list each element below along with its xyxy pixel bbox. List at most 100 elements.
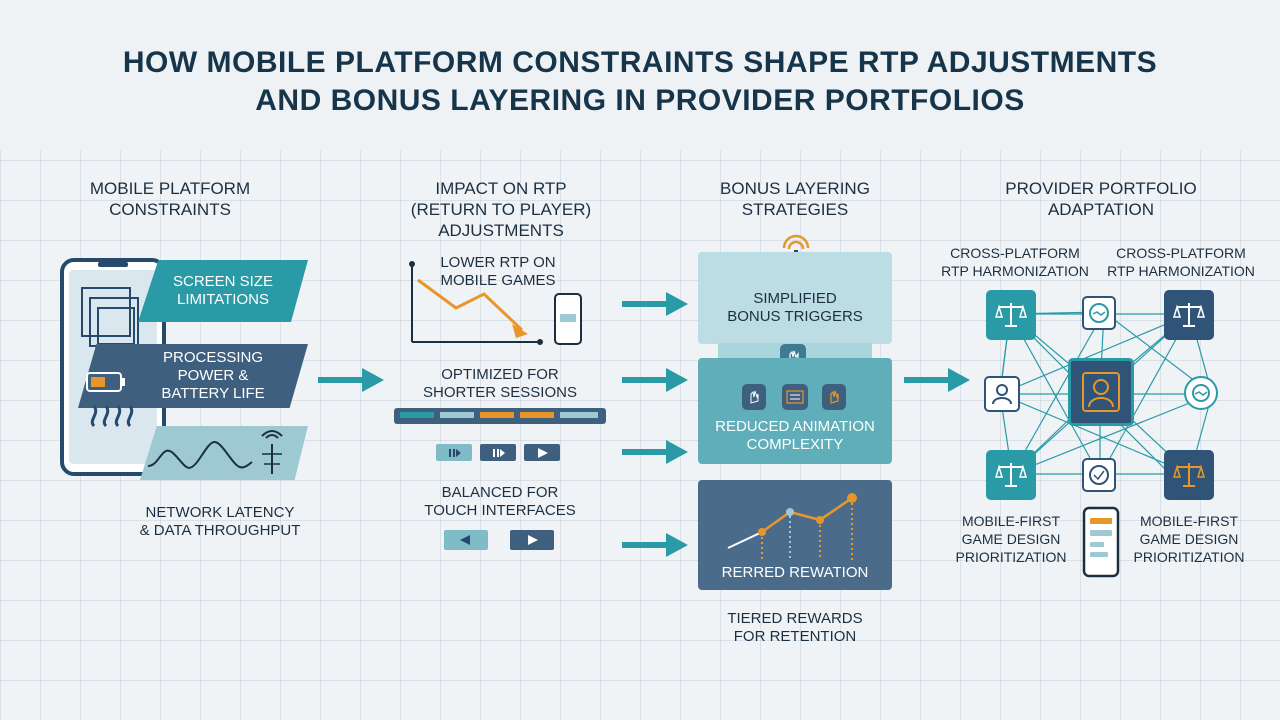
rtp-heading: IMPACT ON RTP (RETURN TO PLAYER) ADJUSTM… — [396, 178, 606, 241]
handshake-node-right — [1184, 376, 1218, 410]
portfolio-heading: PROVIDER PORTFOLIO ADAPTATION — [986, 178, 1216, 220]
mobile-left-line3: PRIORITIZATION — [955, 549, 1067, 565]
play-button[interactable] — [524, 444, 560, 461]
handshake-icon — [1089, 465, 1109, 485]
mobile-right-line2: GAME DESIGN — [1139, 531, 1239, 547]
network-label: NETWORK LATENCY & DATA THROUGHPUT — [130, 504, 310, 540]
tiered-line-chart — [727, 493, 857, 560]
portfolio-heading-line1: PROVIDER PORTFOLIO — [1005, 179, 1197, 198]
mobile-left-line2: GAME DESIGN — [961, 531, 1061, 547]
progress-segment — [400, 412, 434, 418]
cross-right-line2: RTP HARMONIZATION — [1107, 263, 1255, 279]
signal-wave-icon — [147, 441, 253, 469]
network-label-line1: NETWORK LATENCY — [145, 504, 295, 521]
scale-icon — [994, 463, 1028, 487]
reduced-animation-box: REDUCED ANIMATION COMPLEXITY — [698, 358, 892, 464]
session-progress-bar — [394, 408, 606, 424]
scale-node-bottom-right — [1164, 450, 1214, 500]
progress-segment — [440, 412, 474, 418]
cross-right-line1: CROSS-PLATFORM — [1116, 245, 1246, 261]
rerred-rewation-box: RERRED REWATION — [698, 480, 892, 590]
handshake-icon — [1089, 303, 1109, 323]
constraints-heading-line1: MOBILE PLATFORM — [89, 179, 251, 198]
constraints-heading: MOBILE PLATFORM CONSTRAINTS — [60, 178, 280, 220]
right-arrow-icon — [528, 535, 538, 545]
constraints-heading-line2: CONSTRAINTS — [109, 200, 231, 219]
hand-icon-tile-2 — [822, 384, 846, 410]
central-user-node — [1068, 358, 1134, 426]
progress-segment — [560, 412, 598, 418]
mobile-first-left-label: MOBILE-FIRST GAME DESIGN PRIORITIZATION — [946, 512, 1076, 566]
right-button[interactable] — [510, 530, 554, 550]
scale-node-bottom-left — [986, 450, 1036, 500]
optimized-line1: OPTIMIZED FOR — [441, 366, 559, 383]
reduced-line1: REDUCED ANIMATION — [715, 418, 875, 435]
hand-icon — [750, 390, 759, 404]
lower-rtp-line1: LOWER RTP ON — [440, 254, 556, 271]
trend-down-chart-icon — [409, 261, 543, 345]
lower-rtp-label: LOWER RTP ON MOBILE GAMES — [428, 254, 568, 290]
scale-icon — [1172, 303, 1206, 327]
simplified-triggers-box: SIMPLIFIED BONUS TRIGGERS — [698, 252, 892, 344]
processing-label: PROCESSING POWER & BATTERY LIFE — [161, 349, 265, 402]
cross-left-line2: RTP HARMONIZATION — [941, 263, 1089, 279]
flow-arrow-2 — [622, 292, 688, 316]
user-icon — [1082, 372, 1120, 412]
optimized-line2: SHORTER SESSIONS — [423, 384, 577, 401]
balanced-line1: BALANCED FOR — [441, 484, 559, 501]
heat-waves-icon — [90, 405, 134, 428]
bonus-heading-line1: BONUS LAYERING — [720, 179, 870, 198]
tiered-line2: FOR RETENTION — [733, 628, 857, 645]
flow-arrow-5 — [622, 533, 688, 557]
rtp-heading-line1: IMPACT ON RTP — [435, 179, 567, 198]
pause-icon — [449, 448, 461, 457]
balanced-line2: TOUCH INTERFACES — [424, 502, 576, 519]
user-node-left — [984, 376, 1020, 412]
mobile-left-line1: MOBILE-FIRST — [961, 513, 1060, 529]
page-title-line1: HOW MOBILE PLATFORM CONSTRAINTS SHAPE RT… — [122, 46, 1158, 79]
rtp-heading-line3: ADJUSTMENTS — [438, 221, 564, 240]
network-label-line2: & DATA THROUGHPUT — [139, 522, 301, 539]
scale-node-top-left — [986, 290, 1036, 340]
rerred-label: RERRED REWATION — [721, 564, 869, 581]
hand-icon — [830, 390, 839, 404]
simplified-line1: SIMPLIFIED — [753, 290, 837, 307]
reduced-line2: COMPLEXITY — [746, 436, 844, 453]
pause-button[interactable] — [436, 444, 472, 461]
flow-arrow-3 — [622, 368, 688, 392]
bonus-heading-line2: STRATEGIES — [741, 200, 849, 219]
rtp-heading-line2: (RETURN TO PLAYER) — [410, 200, 592, 219]
tiered-line1: TIERED REWARDS — [727, 610, 863, 627]
portfolio-heading-line2: ADAPTATION — [1047, 200, 1155, 219]
hand-icon-tile-1 — [742, 384, 766, 410]
screen-size-label: SCREEN SIZE LIMITATIONS — [172, 273, 274, 308]
left-button[interactable] — [444, 530, 488, 550]
handshake-node-top — [1082, 296, 1116, 330]
cross-left-line1: CROSS-PLATFORM — [950, 245, 1080, 261]
device-icon — [1082, 506, 1120, 578]
page-title: HOW MOBILE PLATFORM CONSTRAINTS SHAPE RT… — [0, 44, 1280, 120]
scale-node-top-right — [1164, 290, 1214, 340]
cross-platform-right-label: CROSS-PLATFORM RTP HARMONIZATION — [1096, 244, 1266, 280]
battery-icon — [86, 372, 125, 392]
phone-icon — [554, 293, 582, 345]
bonus-heading: BONUS LAYERING STRATEGIES — [690, 178, 900, 220]
scale-icon — [994, 303, 1028, 327]
mobile-right-line3: PRIORITIZATION — [1133, 549, 1245, 565]
optimized-label: OPTIMIZED FOR SHORTER SESSIONS — [410, 366, 590, 402]
pause-button-2[interactable] — [480, 444, 516, 461]
lower-rtp-line2: MOBILE GAMES — [440, 272, 556, 289]
document-icon-tile — [782, 384, 808, 410]
processing-banner: PROCESSING POWER & BATTERY LIFE — [78, 344, 308, 408]
flow-arrow-6 — [904, 368, 970, 392]
flow-arrow-4 — [622, 440, 688, 464]
pause-icon — [493, 448, 505, 457]
cross-platform-left-label: CROSS-PLATFORM RTP HARMONIZATION — [930, 244, 1100, 280]
title-band — [0, 0, 1280, 150]
page-title-line2: AND BONUS LAYERING IN PROVIDER PORTFOLIO… — [255, 84, 1025, 117]
scale-icon — [1172, 463, 1206, 487]
balanced-label: BALANCED FOR TOUCH INTERFACES — [410, 484, 590, 520]
handshake-icon — [1192, 384, 1210, 402]
document-icon — [786, 390, 804, 404]
user-icon — [992, 384, 1012, 405]
